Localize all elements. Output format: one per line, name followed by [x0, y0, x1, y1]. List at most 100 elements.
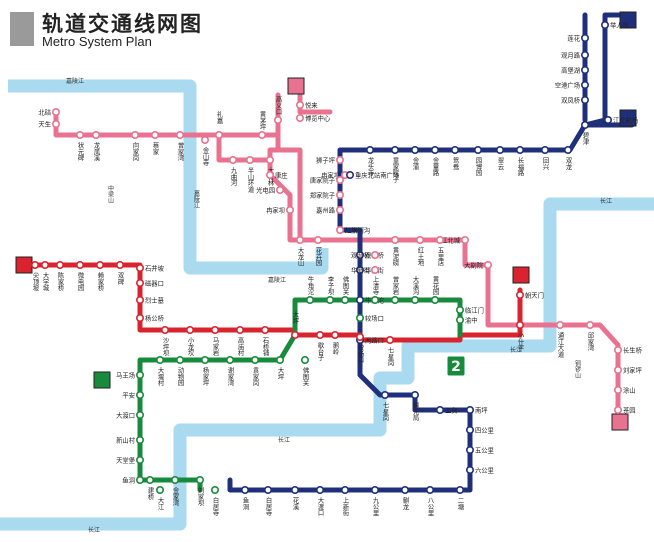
station-marker-yuanjiagang[interactable]	[251, 355, 260, 364]
station-marker-jinjiawan[interactable]	[171, 475, 180, 484]
station-marker-huaxiyuan[interactable]	[313, 236, 322, 245]
station-marker-baijusi[interactable]	[211, 485, 220, 494]
station-marker-daping2[interactable]	[275, 355, 284, 364]
station-marker-xiaolongkan[interactable]	[186, 325, 195, 334]
station-marker-tongjiayuan[interactable]	[390, 146, 399, 155]
station-marker-cuiyun[interactable]	[495, 146, 504, 155]
station-marker-ranjiaba[interactable]	[285, 206, 294, 215]
station-marker-tianxingqiao[interactable]	[136, 455, 145, 464]
station-marker-linjiangmen[interactable]	[455, 305, 464, 314]
station-marker-zengjiayan[interactable]	[390, 295, 399, 304]
station-marker-daxuecheng[interactable]	[40, 260, 49, 269]
station-marker-dayang[interactable]	[290, 330, 299, 339]
station-marker-changjiang[interactable]	[355, 313, 364, 322]
station-marker-jiefangbei[interactable]	[355, 332, 364, 341]
station-marker-dalongshan[interactable]	[295, 236, 304, 245]
station-marker-jiulongyuan[interactable]	[229, 156, 238, 165]
station-marker-banshanzhen[interactable]	[246, 156, 255, 165]
station-marker-jianqiao[interactable]	[315, 330, 324, 339]
station-marker-chayuan[interactable]	[613, 405, 622, 414]
station-marker-yuzhong[interactable]	[455, 315, 464, 324]
station-marker-niujiaotuo2[interactable]	[305, 295, 314, 304]
station-marker-dayancun[interactable]	[156, 355, 165, 364]
station-marker-ciqikou[interactable]	[96, 260, 105, 269]
station-marker-jianshechang[interactable]	[146, 475, 155, 484]
station-marker-ertang[interactable]	[455, 485, 464, 494]
station-marker-dajiang[interactable]	[156, 485, 165, 494]
station-marker-xiangjiagang[interactable]	[131, 131, 140, 140]
station-marker-jiugongli[interactable]	[370, 485, 379, 494]
station-marker-shuangbei[interactable]	[116, 260, 125, 269]
station-marker-huixing[interactable]	[540, 146, 549, 155]
station-marker-liujiaping[interactable]	[613, 365, 622, 374]
station-marker-gaobulin[interactable]	[580, 66, 589, 75]
station-marker-hongtudi[interactable]	[415, 236, 424, 245]
station-marker-wangjiazui[interactable]	[335, 191, 344, 200]
station-marker-chaotianmen[interactable]	[515, 290, 524, 299]
station-marker-majiaozhou[interactable]	[136, 370, 145, 379]
station-marker-guanyinqiao[interactable]	[355, 251, 364, 260]
station-marker-zhoujiao[interactable]	[580, 33, 589, 42]
station-marker-dahuangmiao[interactable]	[483, 260, 492, 269]
station-marker-chongqingbei[interactable]	[345, 171, 354, 180]
station-marker-beibei[interactable]	[51, 108, 60, 117]
station-marker-lieshimu[interactable]	[136, 295, 145, 304]
station-marker-liujiaba[interactable]	[196, 475, 205, 484]
station-marker-dadukou2[interactable]	[136, 410, 145, 419]
station-marker-fotuguan2[interactable]	[340, 295, 349, 304]
station-marker-yudong[interactable]	[136, 475, 145, 484]
station-marker-hongqihegou[interactable]	[335, 226, 344, 235]
station-marker-bijin[interactable]	[580, 121, 589, 130]
station-marker-yuanyang[interactable]	[450, 146, 459, 155]
station-marker-dalitang[interactable]	[410, 295, 419, 304]
station-marker-tongjiaqiao[interactable]	[555, 320, 564, 329]
station-marker-xiehe[interactable]	[241, 485, 250, 494]
station-marker-tuqiao[interactable]	[613, 385, 622, 394]
station-marker-exhibition[interactable]	[295, 114, 304, 123]
station-marker-dadukou[interactable]	[315, 485, 324, 494]
station-marker-liziba[interactable]	[325, 295, 334, 304]
station-marker-shuanglong[interactable]	[563, 146, 572, 155]
station-marker-shangxinjie[interactable]	[340, 485, 349, 494]
station-marker-qixinggang2[interactable]	[385, 335, 394, 344]
station-marker-wugongli[interactable]	[465, 445, 474, 454]
station-marker-changfuroad[interactable]	[515, 146, 524, 155]
station-marker-gongmao[interactable]	[435, 405, 444, 414]
station-marker-yingjiawan[interactable]	[585, 320, 594, 329]
station-marker-qiaoshang[interactable]	[400, 485, 409, 494]
station-marker-airport2[interactable]	[603, 116, 612, 125]
station-marker-yangongqiao[interactable]	[136, 313, 145, 322]
station-marker-kongganguang[interactable]	[580, 81, 589, 90]
station-marker-jiangbei[interactable]	[460, 236, 469, 245]
station-marker-huaxinjie2[interactable]	[370, 265, 379, 274]
station-marker-airport[interactable]	[295, 101, 304, 110]
station-marker-niujiaotuo[interactable]	[355, 295, 364, 304]
station-marker-shapingba[interactable]	[161, 325, 170, 334]
station-marker-fotu[interactable]	[300, 355, 309, 364]
station-marker-liugongli[interactable]	[465, 465, 474, 474]
station-marker-guanyue[interactable]	[580, 50, 589, 59]
station-marker-huaxinjie[interactable]	[355, 265, 364, 274]
station-marker-lijiahe[interactable]	[335, 206, 344, 215]
station-marker-xiejiawan[interactable]	[226, 355, 235, 364]
station-marker-tiansheng[interactable]	[51, 120, 60, 129]
station-marker-shangqingsi[interactable]	[370, 295, 379, 304]
station-marker-yangjiaping[interactable]	[201, 355, 210, 364]
station-marker-bijinlu[interactable]	[435, 236, 444, 245]
station-marker-bagongli[interactable]	[425, 485, 434, 494]
station-marker-qixinggang[interactable]	[380, 390, 389, 399]
station-marker-baijuxian[interactable]	[263, 485, 272, 494]
station-marker-cuijiaqiao[interactable]	[136, 278, 145, 287]
station-marker-tongyuanju[interactable]	[410, 390, 419, 399]
station-marker-caijia[interactable]	[151, 131, 160, 140]
station-marker-xiaoshizi[interactable]	[515, 320, 524, 329]
station-marker-gaoxinyuan[interactable]	[273, 116, 282, 125]
station-marker-jianshe[interactable]	[30, 260, 39, 269]
station-marker-jinyu[interactable]	[410, 146, 419, 155]
station-marker-jinshanghu[interactable]	[430, 146, 439, 155]
station-marker-huangjuepng[interactable]	[430, 295, 439, 304]
station-marker-dazhulin[interactable]	[265, 156, 274, 165]
station-marker-gaomiao[interactable]	[236, 325, 245, 334]
station-marker-yuelaibo[interactable]	[473, 146, 482, 155]
station-marker-manmanwan[interactable]	[176, 131, 185, 140]
